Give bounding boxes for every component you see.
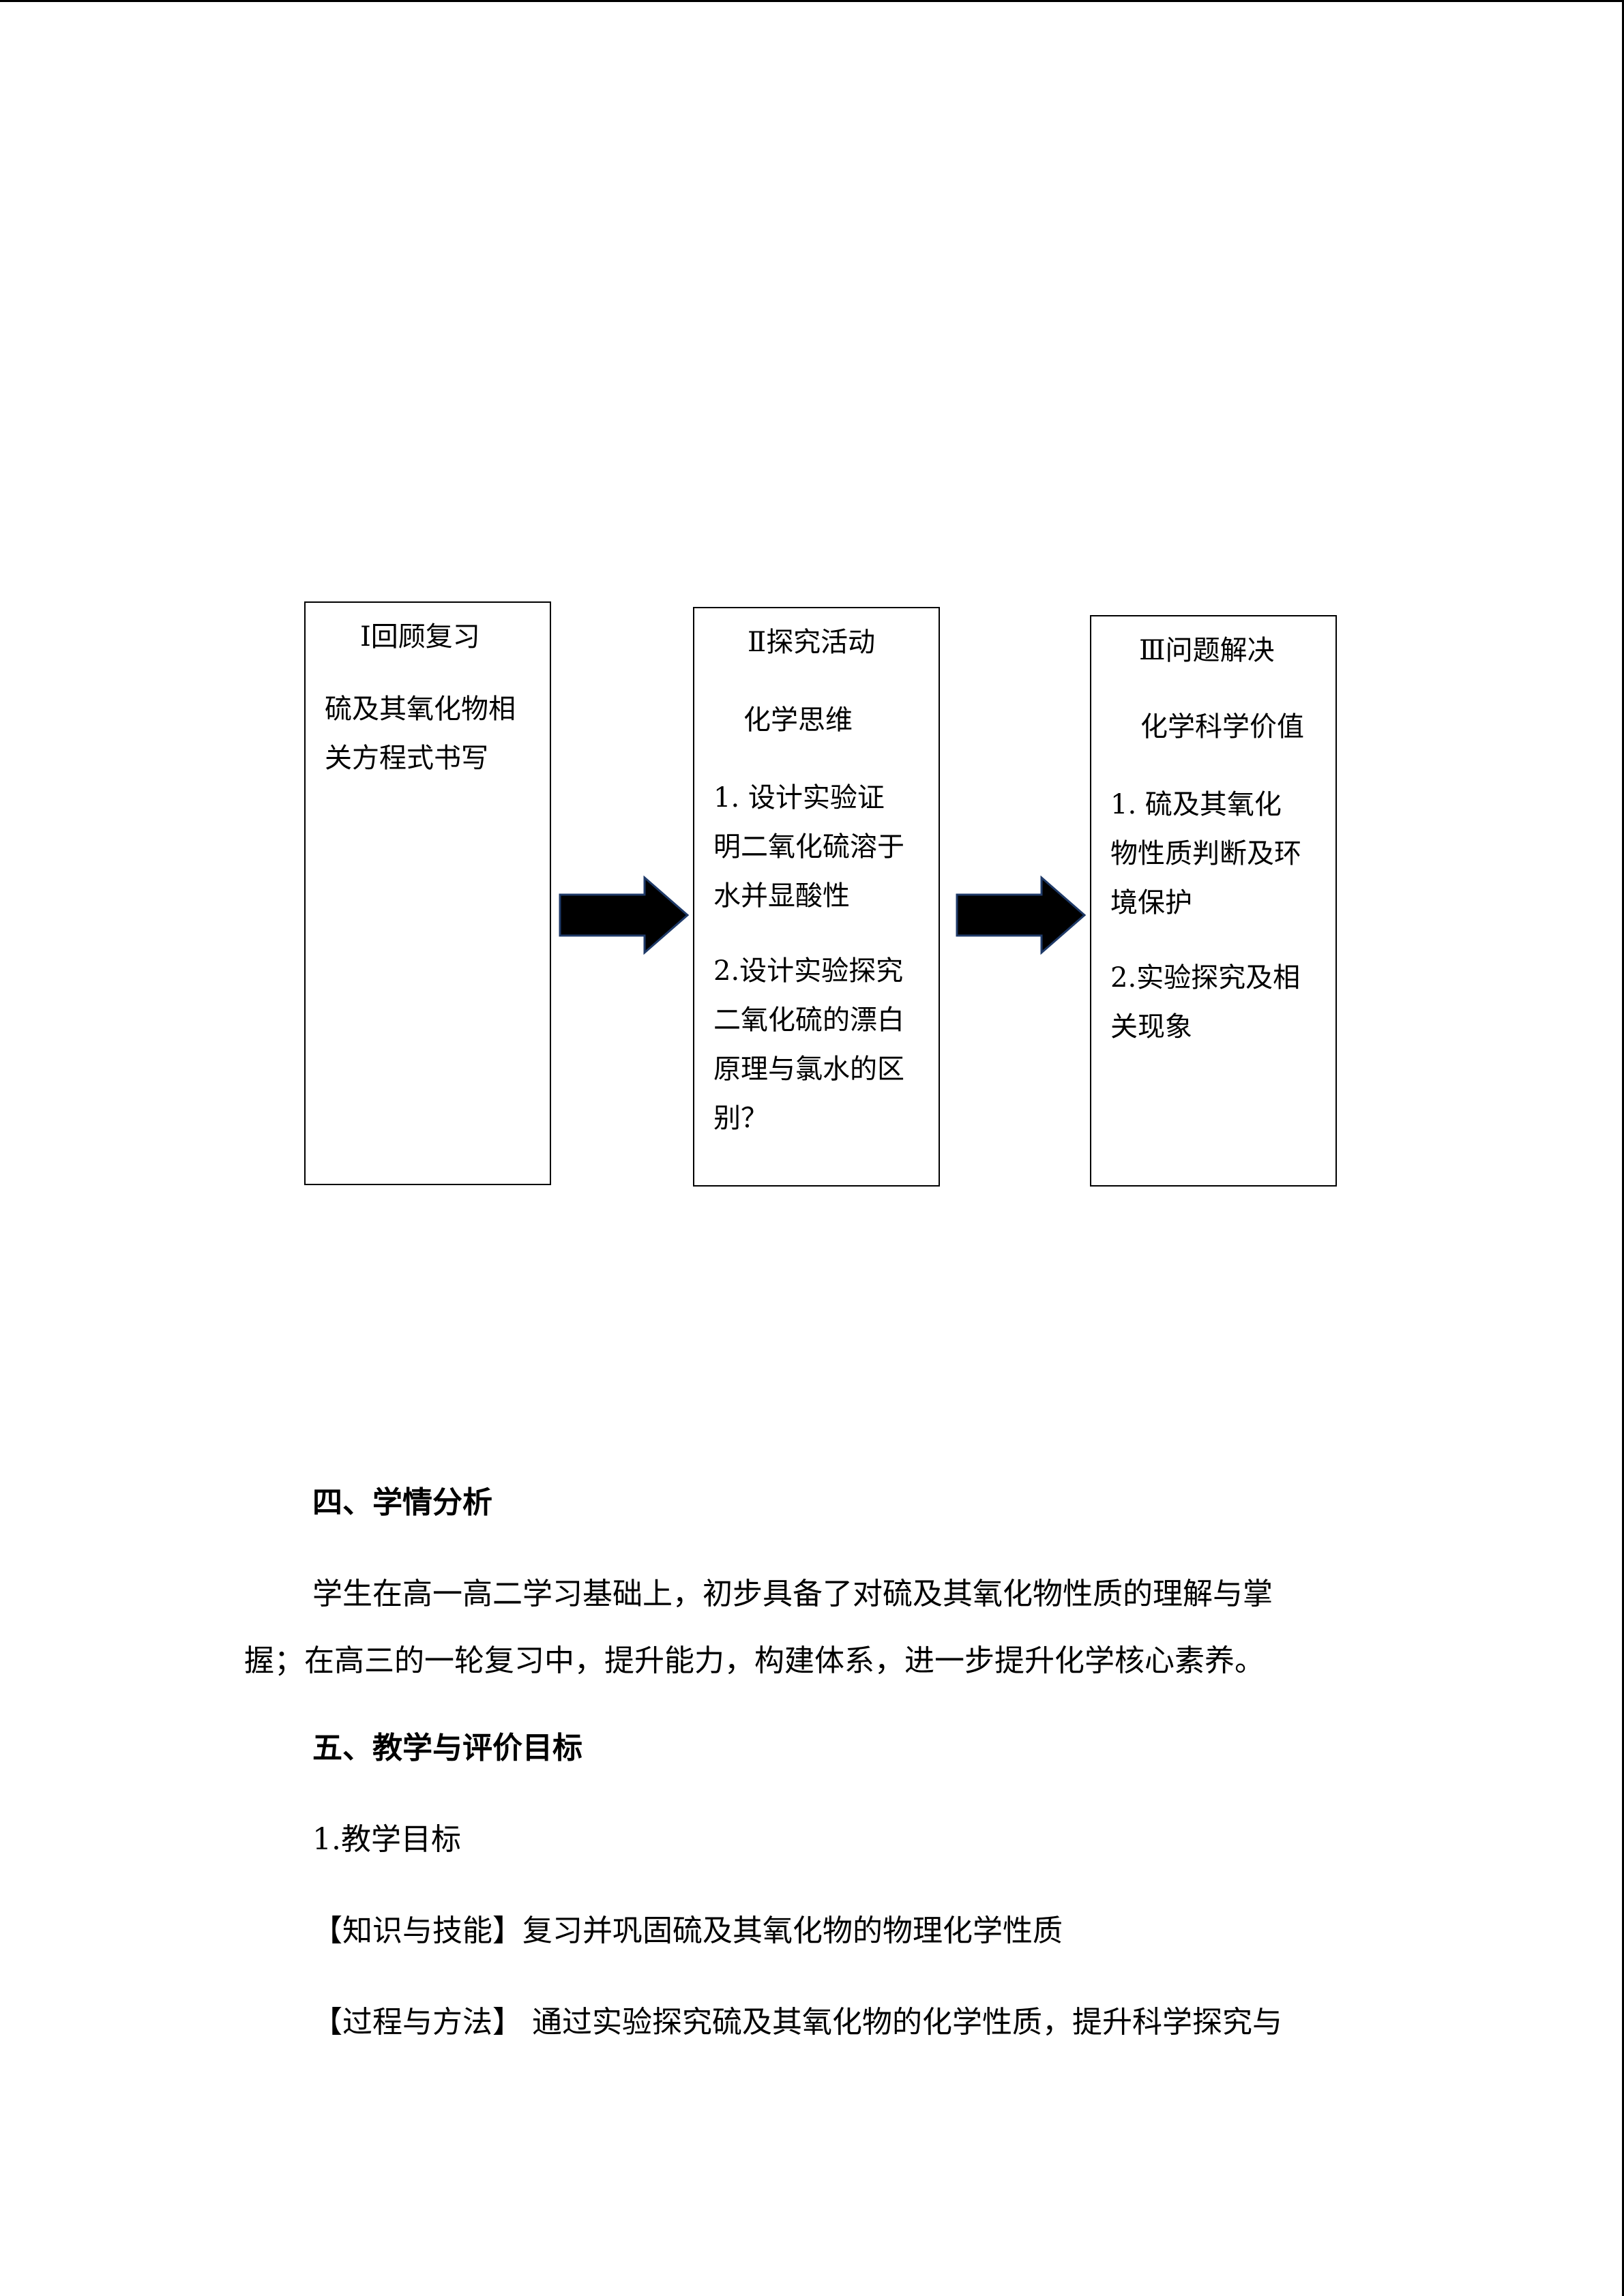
box-review-line-2: 关方程式书写	[325, 743, 488, 774]
inquiry-item2-line-3: 原理与氯水的区	[713, 1054, 904, 1085]
inquiry-item1-line-3: 水并显酸性	[713, 880, 850, 912]
box-problem-title: Ⅲ问题解决	[1139, 635, 1275, 666]
right-arrow-icon	[559, 876, 690, 955]
flow-box-review: Ⅰ回顾复习 硫及其氧化物相 关方程式书写	[304, 601, 551, 1185]
section-4-paragraph-line-1: 学生在高一高二学习基础上，初步具备了对硫及其氧化物性质的理解与掌	[312, 1577, 1273, 1611]
section-4-heading: 四、学情分析	[312, 1485, 492, 1520]
page-top-border	[0, 0, 1624, 2]
inquiry-item2-line-2: 二氧化硫的漂白	[713, 1004, 904, 1036]
section-5-heading: 五、教学与评价目标	[312, 1731, 582, 1765]
teaching-goal-title: 1.教学目标	[312, 1822, 461, 1857]
flow-box-inquiry: Ⅱ探究活动 化学思维 1. 设计实验证 明二氧化硫溶于 水并显酸性 2.设计实验…	[693, 607, 940, 1187]
section-4-paragraph-line-2: 握；在高三的一轮复习中，提升能力，构建体系，进一步提升化学核心素养。	[244, 1643, 1265, 1678]
problem-item1-line-3: 境保护	[1110, 887, 1192, 919]
box-inquiry-subtitle: 化学思维	[743, 704, 853, 736]
box-problem-subtitle: 化学科学价值	[1140, 711, 1304, 743]
box-review-line-1: 硫及其氧化物相	[325, 694, 516, 725]
problem-item2-line-1: 2.实验探究及相	[1110, 962, 1301, 994]
inquiry-item1-line-2: 明二氧化硫溶于	[713, 831, 904, 863]
box-problem-body: 1. 硫及其氧化 物性质判断及环 境保护 2.实验探究及相 关现象	[1110, 780, 1301, 1052]
box-inquiry-title: Ⅱ探究活动	[748, 627, 876, 658]
box-review-title: Ⅰ回顾复习	[360, 621, 480, 653]
box-inquiry-body: 1. 设计实验证 明二氧化硫溶于 水并显酸性 2.设计实验探究 二氧化硫的漂白 …	[713, 773, 904, 1143]
inquiry-item2-line-4: 别？	[713, 1103, 768, 1134]
knowledge-skill-line: 【知识与技能】复习并巩固硫及其氧化物的物理化学性质	[312, 1913, 1063, 1948]
process-method-line: 【过程与方法】 通过实验探究硫及其氧化物的化学性质，提升科学探究与	[312, 2005, 1282, 2040]
problem-item1-line-2: 物性质判断及环	[1110, 838, 1301, 869]
inquiry-item1-line-1: 1. 设计实验证	[713, 782, 885, 814]
inquiry-item2-line-1: 2.设计实验探究	[713, 955, 904, 987]
problem-item2-line-2: 关现象	[1110, 1011, 1192, 1043]
right-arrow-icon	[956, 876, 1087, 955]
box-review-body: 硫及其氧化物相 关方程式书写	[325, 685, 516, 783]
problem-item1-line-1: 1. 硫及其氧化	[1110, 789, 1282, 820]
flow-box-problem-solving: Ⅲ问题解决 化学科学价值 1. 硫及其氧化 物性质判断及环 境保护 2.实验探究…	[1090, 615, 1337, 1187]
page-right-border	[1622, 0, 1624, 2296]
